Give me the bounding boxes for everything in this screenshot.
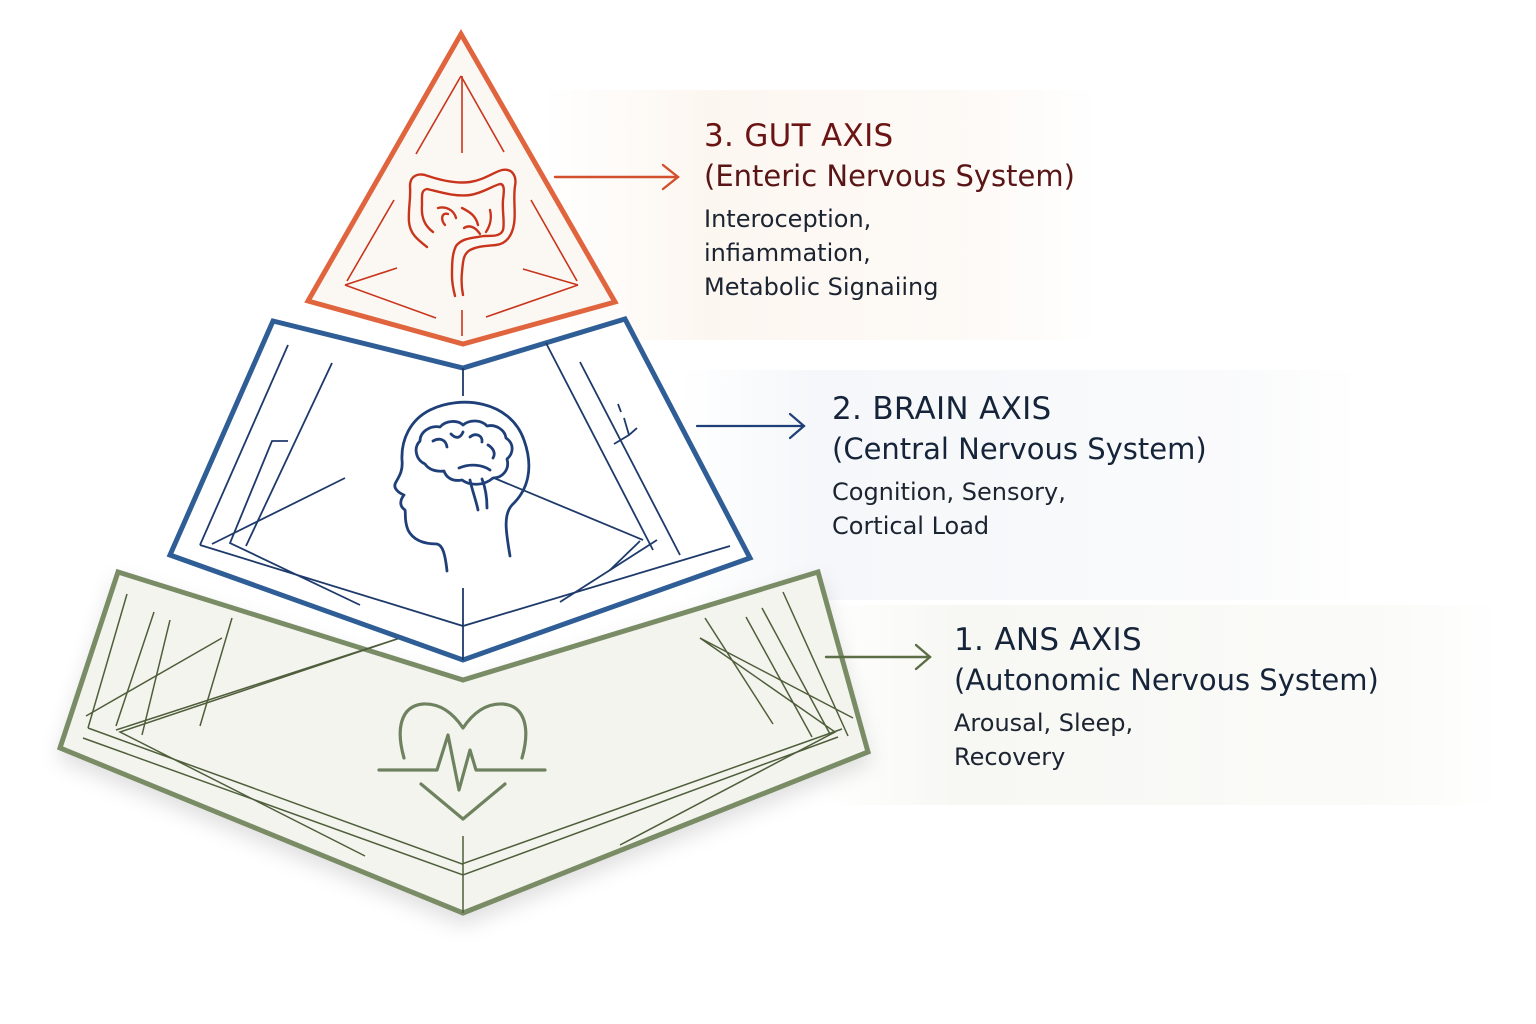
brain-axis-subtitle: (Central Nervous System): [832, 432, 1207, 466]
gut-tier: [304, 28, 619, 347]
heart-pulse-icon: [377, 702, 547, 821]
gut-axis-label: 3. GUT AXIS (Enteric Nervous System) Int…: [704, 116, 1075, 304]
ans-tier-facets: [82, 591, 854, 913]
ans-axis-desc-line: Arousal, Sleep,: [954, 709, 1134, 737]
head-brain-icon: [393, 400, 531, 573]
ans-axis-label: 1. ANS AXIS (Autonomic Nervous System) A…: [954, 620, 1379, 774]
ans-tier: [56, 568, 872, 916]
ans-arrow: [824, 643, 932, 671]
gut-axis-desc-line: infiammation,: [704, 239, 871, 267]
intestine-icon: [407, 168, 517, 298]
brain-axis-label: 2. BRAIN AXIS (Central Nervous System) C…: [832, 389, 1207, 543]
gut-axis-description: Interoception, infiammation, Metabolic S…: [704, 202, 1075, 304]
brain-axis-description: Cognition, Sensory, Cortical Load: [832, 475, 1207, 543]
ans-axis-title: 1. ANS AXIS: [954, 622, 1142, 658]
brain-arrow: [695, 412, 806, 440]
gut-tier-facets: [344, 75, 579, 336]
gut-axis-subtitle: (Enteric Nervous System): [704, 159, 1075, 193]
gut-axis-title: 3. GUT AXIS: [704, 118, 894, 154]
ans-axis-subtitle: (Autonomic Nervous System): [954, 663, 1379, 697]
brain-axis-title: 2. BRAIN AXIS: [832, 391, 1052, 427]
gut-arrow: [553, 163, 680, 191]
ans-axis-desc-line: Recovery: [954, 743, 1066, 771]
brain-axis-desc-line: Cognition, Sensory,: [832, 478, 1066, 506]
brain-axis-desc-line: Cortical Load: [832, 512, 990, 540]
gut-tier-outline: [304, 28, 619, 347]
ans-tier-outline: [56, 568, 872, 916]
brain-tier-outline: [166, 316, 754, 663]
gut-axis-desc-line: Interoception,: [704, 205, 872, 233]
gut-axis-desc-line: Metabolic Signaiing: [704, 273, 939, 301]
brain-tier-facets: [199, 342, 731, 660]
ans-axis-description: Arousal, Sleep, Recovery: [954, 706, 1379, 774]
brain-tier: [166, 316, 754, 663]
